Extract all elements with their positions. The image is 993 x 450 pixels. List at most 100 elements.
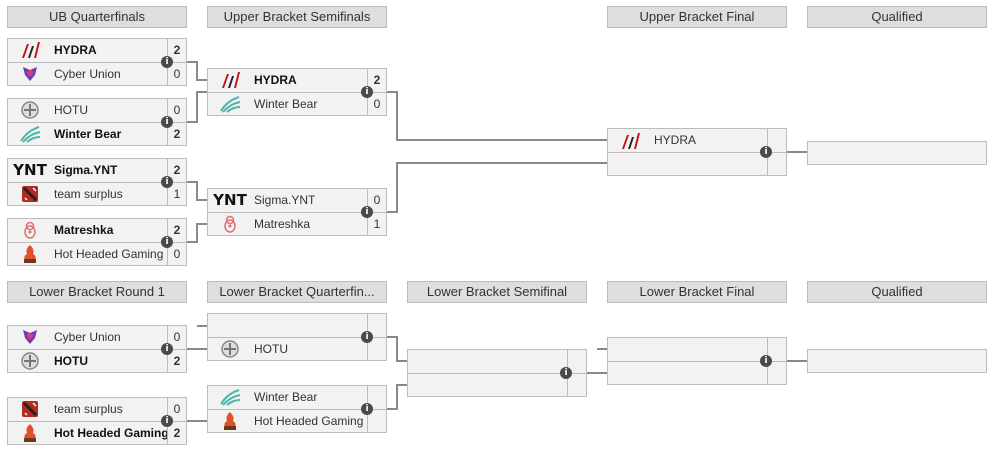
hot-headed-logo-icon: [12, 244, 48, 264]
team-score: 2: [167, 219, 186, 242]
team-name: Sigma.YNT: [54, 163, 118, 177]
hotu-logo-icon: [12, 351, 48, 371]
team-name: HOTU: [54, 354, 88, 368]
match-lb-semifinal[interactable]: [407, 349, 587, 397]
hot-headed-logo-icon: [12, 423, 48, 443]
team-row[interactable]: HOTU 2: [8, 349, 186, 373]
team-row[interactable]: team surplus 1: [8, 182, 186, 206]
match-info-icon[interactable]: i: [760, 355, 772, 367]
connector-ubsf1: [367, 91, 607, 141]
team-name: Sigma.YNT: [254, 193, 316, 207]
team-row[interactable]: Hot Headed Gaming 2: [8, 421, 186, 445]
hotu-logo-icon: [212, 339, 248, 359]
team-score: 0: [367, 189, 386, 212]
match-lbqf-1[interactable]: HOTU: [207, 313, 387, 361]
hydra-logo-icon: [612, 131, 648, 151]
header-lb-semifinal: Lower Bracket Semifinal: [407, 281, 587, 303]
hydra-logo-icon: [12, 40, 48, 60]
match-info-icon[interactable]: i: [161, 415, 173, 427]
team-row[interactable]: team surplus 0: [8, 398, 186, 421]
header-lb-round1: Lower Bracket Round 1: [7, 281, 187, 303]
match-info-icon[interactable]: i: [161, 236, 173, 248]
team-name: HOTU: [254, 342, 288, 356]
team-row[interactable]: Cyber Union 0: [8, 62, 186, 86]
team-row[interactable]: HYDRA 2: [208, 69, 386, 92]
team-name: HYDRA: [654, 133, 697, 147]
team-name: Hot Headed Gaming: [54, 247, 164, 261]
team-name: Cyber Union: [54, 330, 121, 344]
team-name: Cyber Union: [54, 67, 121, 81]
team-row[interactable]: HOTU 0: [8, 99, 186, 122]
team-score: 2: [167, 123, 186, 146]
ynt-logo-icon: YNT: [13, 161, 47, 179]
team-score: [367, 314, 386, 337]
team-name: Hot Headed Gaming: [254, 414, 364, 428]
team-row[interactable]: Matreshka 2: [8, 219, 186, 242]
team-score: [367, 410, 386, 433]
header-lb-quarterfinals: Lower Bracket Quarterfin...: [207, 281, 387, 303]
team-score: 0: [167, 63, 186, 86]
match-ubqf-2[interactable]: HOTU 0 Winter Bear 2: [7, 98, 187, 146]
hot-headed-logo-icon: [212, 411, 248, 431]
team-name: Winter Bear: [254, 390, 318, 404]
winter-bear-logo-icon: [12, 124, 48, 144]
match-lb-final[interactable]: [607, 337, 787, 385]
team-row[interactable]: Winter Bear 0: [208, 92, 386, 116]
match-info-icon[interactable]: i: [361, 331, 373, 343]
team-row[interactable]: Cyber Union 0: [8, 326, 186, 349]
team-score: [367, 386, 386, 409]
match-ubqf-1[interactable]: HYDRA 2 Cyber Union 0: [7, 38, 187, 86]
team-row[interactable]: Matreshka 1: [208, 212, 386, 236]
team-name: HYDRA: [254, 73, 297, 87]
team-row[interactable]: Hot Headed Gaming 0: [8, 242, 186, 266]
team-score: [367, 338, 386, 361]
team-name: team surplus: [54, 402, 123, 416]
team-score: 0: [167, 99, 186, 122]
match-info-icon[interactable]: i: [560, 367, 572, 379]
match-info-icon[interactable]: i: [361, 206, 373, 218]
team-row[interactable]: Winter Bear 2: [8, 122, 186, 146]
team-name: team surplus: [54, 187, 123, 201]
team-name: HYDRA: [54, 43, 97, 57]
dota-logo-icon: [12, 399, 48, 419]
header-ub-quarterfinals: UB Quarterfinals: [7, 6, 187, 28]
team-score: 2: [167, 422, 186, 445]
match-info-icon[interactable]: i: [161, 343, 173, 355]
match-info-icon[interactable]: i: [760, 146, 772, 158]
team-row[interactable]: HOTU: [208, 337, 386, 361]
team-row[interactable]: YNT Sigma.YNT 0: [208, 189, 386, 212]
match-info-icon[interactable]: i: [361, 86, 373, 98]
team-score: 2: [167, 350, 186, 373]
match-ubqf-3[interactable]: YNT Sigma.YNT 2 team surplus 1: [7, 158, 187, 206]
team-row[interactable]: HYDRA 2: [8, 39, 186, 62]
team-name: Hot Headed Gaming: [54, 426, 169, 440]
match-info-icon[interactable]: i: [161, 176, 173, 188]
match-info-icon[interactable]: i: [161, 116, 173, 128]
team-row[interactable]: YNT Sigma.YNT 2: [8, 159, 186, 182]
team-name: Matreshka: [54, 223, 114, 237]
match-lbr1-1[interactable]: Cyber Union 0 HOTU 2: [7, 325, 187, 373]
team-score: 1: [367, 213, 386, 236]
match-lbqf-2[interactable]: Winter Bear Hot Headed Gaming: [207, 385, 387, 433]
match-info-icon[interactable]: i: [161, 56, 173, 68]
team-score: 0: [167, 398, 186, 421]
qualified-slot-upper: [807, 141, 987, 165]
dota-logo-icon: [12, 184, 48, 204]
match-ubsf-2[interactable]: YNT Sigma.YNT 0 Matreshka 1: [207, 188, 387, 236]
match-info-icon[interactable]: i: [361, 403, 373, 415]
winter-bear-logo-icon: [212, 94, 248, 114]
team-score: 2: [367, 69, 386, 92]
team-name: HOTU: [54, 103, 88, 117]
connector-ubsf2: [367, 162, 607, 213]
team-row[interactable]: [208, 314, 386, 337]
match-ub-final[interactable]: HYDRA: [607, 128, 787, 176]
match-lbr1-2[interactable]: team surplus 0 Hot Headed Gaming 2: [7, 397, 187, 445]
team-name: Winter Bear: [254, 97, 318, 111]
team-row[interactable]: Winter Bear: [208, 386, 386, 409]
match-ubsf-1[interactable]: HYDRA 2 Winter Bear 0: [207, 68, 387, 116]
team-name: Winter Bear: [54, 127, 122, 141]
team-row[interactable]: Hot Headed Gaming: [208, 409, 386, 433]
hotu-logo-icon: [12, 100, 48, 120]
match-ubqf-4[interactable]: Matreshka 2 Hot Headed Gaming 0: [7, 218, 187, 266]
team-score: 0: [167, 326, 186, 349]
